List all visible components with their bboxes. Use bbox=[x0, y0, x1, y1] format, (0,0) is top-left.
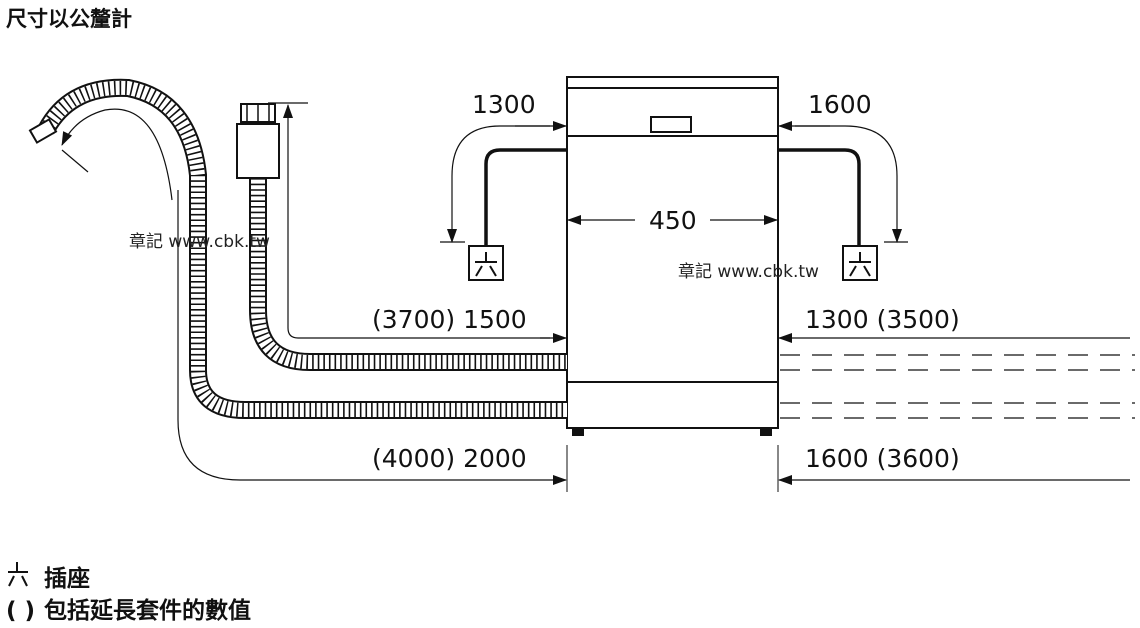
socket-legend-icon bbox=[8, 562, 28, 587]
label-hose-left-upper: (3700) 1500 bbox=[372, 305, 527, 334]
socket-icon-left bbox=[468, 245, 504, 281]
label-hose-right-upper: 1300 (3500) bbox=[805, 305, 960, 334]
label-inlet-right: 1600 bbox=[808, 90, 872, 119]
label-hose-right-lower: 1600 (3600) bbox=[805, 444, 960, 473]
drain-hose-reach bbox=[177, 190, 567, 485]
watermark-left: 章記 www.cbk.tw bbox=[129, 232, 270, 252]
legend-paren-symbol: ( ) bbox=[6, 598, 35, 624]
legend-paren: ( ) 包括延長套件的數值 bbox=[6, 597, 251, 624]
watermark-right: 章記 www.cbk.tw bbox=[678, 262, 819, 282]
dishwasher-foot-right bbox=[760, 428, 772, 436]
diagram-title: 尺寸以公釐計 bbox=[6, 7, 132, 31]
dishwasher-foot-left bbox=[572, 428, 584, 436]
label-hose-left-lower: (4000) 2000 bbox=[372, 444, 527, 473]
inlet-hose bbox=[236, 103, 567, 371]
dishwasher-outline bbox=[566, 76, 779, 429]
power-cable-left bbox=[484, 148, 567, 246]
inlet-arc-left bbox=[447, 125, 550, 243]
label-width: 450 bbox=[649, 206, 697, 235]
legend-paren-label: 包括延長套件的數值 bbox=[44, 597, 251, 624]
label-inlet-left: 1300 bbox=[472, 90, 536, 119]
inlet-hose-reach bbox=[283, 104, 550, 339]
legend-socket: 插座 bbox=[8, 562, 90, 592]
drain-hose-direction bbox=[61, 108, 173, 201]
inlet-arc-right bbox=[795, 125, 902, 243]
hose-extension-dashes bbox=[780, 354, 1135, 419]
power-cable-right bbox=[778, 148, 861, 246]
legend-socket-label: 插座 bbox=[44, 565, 90, 592]
drain-hose bbox=[28, 78, 567, 419]
socket-icon-right bbox=[842, 245, 878, 281]
